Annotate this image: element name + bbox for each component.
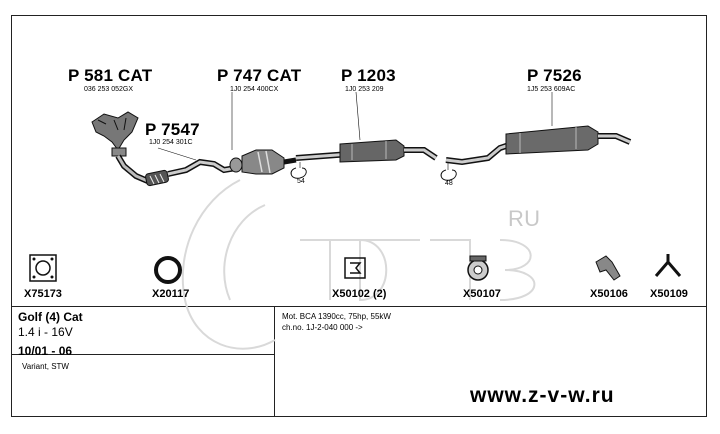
watermark-text: RU bbox=[508, 206, 541, 231]
vehicle-engine: 1.4 i - 16V bbox=[18, 325, 73, 339]
accessory-label: X50109 bbox=[650, 288, 688, 300]
vehicle-model: Golf (4) Cat bbox=[18, 310, 83, 324]
info-divider bbox=[11, 306, 707, 307]
engine-spec: Mot. BCA 1390cc, 75hp, 55kW bbox=[282, 312, 391, 321]
clamp-size-label: 54 bbox=[297, 178, 305, 185]
clamp-icon bbox=[290, 162, 307, 179]
oem-number: 036 253 052GX bbox=[84, 86, 134, 93]
manifold-part bbox=[91, 111, 152, 185]
front-pipe-part bbox=[145, 147, 237, 187]
clamp-size-label: 48 bbox=[445, 180, 453, 187]
ring-gasket-icon bbox=[154, 256, 182, 284]
website-url[interactable]: www.z-v-w.ru bbox=[470, 384, 615, 407]
chassis-number: ch.no. 1J-2-040 000 -> bbox=[282, 323, 363, 332]
accessory-label: X50106 bbox=[590, 288, 628, 300]
vehicle-years: 10/01 - 06 bbox=[18, 344, 73, 358]
oem-number: 1J0 253 209 bbox=[345, 86, 384, 93]
part-number: P 747 CAT bbox=[217, 66, 302, 85]
part-number: P 1203 bbox=[341, 66, 396, 85]
part-number: P 581 CAT bbox=[68, 66, 153, 85]
accessory-label: X20117 bbox=[152, 288, 190, 300]
oem-number: 1J5 253 609AC bbox=[527, 86, 576, 93]
info-column-divider bbox=[274, 306, 275, 417]
bracket-icon bbox=[595, 255, 621, 281]
gasket-icon bbox=[29, 254, 57, 282]
diagram-frame bbox=[11, 15, 707, 417]
rear-silencer-part bbox=[445, 92, 632, 166]
catalytic-converter-part bbox=[229, 92, 297, 175]
accessory-label: X50107 bbox=[463, 288, 501, 300]
oem-number: 1J0 254 400CX bbox=[230, 86, 279, 93]
accessory-label: X75173 bbox=[24, 288, 62, 300]
mounting-rubber-icon bbox=[467, 255, 489, 281]
accessory-label: X50102 (2) bbox=[332, 288, 387, 300]
part-number: P 7547 bbox=[145, 120, 200, 139]
watermark-logo bbox=[181, 179, 536, 350]
clamp-icon bbox=[440, 162, 457, 181]
middle-silencer-part bbox=[295, 91, 438, 163]
support-bracket-icon bbox=[654, 254, 682, 277]
part-number: P 7526 bbox=[527, 66, 582, 85]
rubber-hanger-icon bbox=[344, 257, 366, 279]
vehicle-divider bbox=[11, 354, 274, 355]
oem-number: 1J0 254 301C bbox=[149, 139, 193, 146]
vehicle-body: Variant, STW bbox=[22, 362, 69, 371]
